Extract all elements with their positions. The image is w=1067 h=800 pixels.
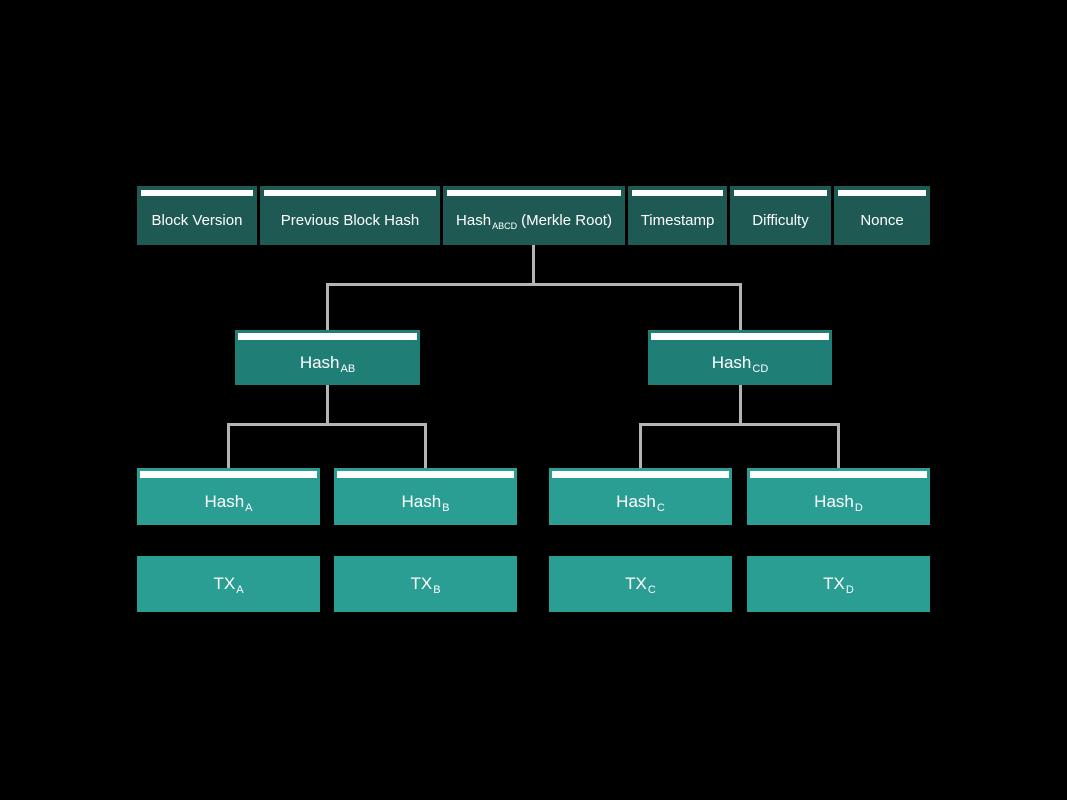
hash-subscript: B (442, 501, 450, 514)
box-label: TX B (334, 556, 517, 612)
box-top-stripe (632, 190, 723, 196)
segment-text: Nonce (860, 212, 904, 229)
header-segment-timestamp: Timestamp (628, 186, 727, 245)
box-label: Nonce (834, 196, 930, 245)
box-label: Hash C (549, 478, 732, 525)
header-segment-previous-block-hash: Previous Block Hash (260, 186, 440, 245)
box-top-stripe (750, 471, 927, 478)
tx-text: TX (410, 574, 433, 593)
branch-box-hash-ab: Hash AB (235, 330, 420, 385)
connector-line (326, 385, 329, 426)
tx-text: TX (213, 574, 236, 593)
connector-line (326, 283, 329, 330)
hash-subscript: AB (340, 362, 356, 375)
box-label: Hash D (747, 478, 930, 525)
box-label: Hash A (137, 478, 320, 525)
tx-box-c: TX C (549, 556, 732, 612)
hash-text: Hash (401, 491, 442, 511)
tx-box-b: TX B (334, 556, 517, 612)
header-segment-merkle-root: Hash ABCD (Merkle Root) (443, 186, 625, 245)
tx-box-a: TX A (137, 556, 320, 612)
segment-text: Block Version (151, 212, 243, 229)
segment-subscript: ABCD (492, 220, 518, 231)
tx-text: TX (625, 574, 647, 593)
box-label: Block Version (137, 196, 257, 245)
tx-subscript: C (647, 584, 656, 596)
segment-text: Difficulty (752, 212, 809, 229)
connector-line (227, 423, 230, 468)
box-label: Timestamp (628, 196, 727, 245)
hash-text: Hash (299, 352, 340, 372)
box-top-stripe (337, 471, 514, 478)
segment-text: Previous Block Hash (280, 212, 420, 229)
hash-subscript: D (854, 501, 863, 514)
box-top-stripe (264, 190, 436, 196)
connector-line (837, 423, 840, 468)
box-label: TX A (137, 556, 320, 612)
box-label: Hash CD (648, 340, 832, 385)
tx-subscript: B (433, 584, 441, 596)
connector-line (739, 385, 742, 426)
leaf-box-hash-b: Hash B (334, 468, 517, 525)
box-label: Hash B (334, 478, 517, 525)
connector-line (639, 423, 840, 426)
box-top-stripe (838, 190, 926, 196)
tx-subscript: D (845, 584, 854, 596)
hash-subscript: C (656, 501, 665, 514)
segment-text: Timestamp (640, 212, 715, 229)
box-top-stripe (141, 190, 253, 196)
box-label: Difficulty (730, 196, 831, 245)
leaf-box-hash-d: Hash D (747, 468, 930, 525)
hash-subscript: A (245, 501, 253, 514)
box-top-stripe (651, 333, 829, 340)
connector-line (227, 423, 427, 426)
box-label: Previous Block Hash (260, 196, 440, 245)
connector-line (739, 283, 742, 330)
box-top-stripe (140, 471, 317, 478)
segment-suffix: (Merkle Root) (521, 212, 612, 229)
connector-line (532, 245, 535, 286)
tx-box-d: TX D (747, 556, 930, 612)
hash-text: Hash (204, 491, 245, 511)
box-label: Hash AB (235, 340, 420, 385)
hash-subscript: CD (752, 362, 769, 375)
box-label: Hash ABCD (Merkle Root) (443, 196, 625, 245)
leaf-box-hash-a: Hash A (137, 468, 320, 525)
connector-line (424, 423, 427, 468)
hash-text: Hash (616, 491, 656, 511)
branch-box-hash-cd: Hash CD (648, 330, 832, 385)
header-segment-nonce: Nonce (834, 186, 930, 245)
box-top-stripe (238, 333, 417, 340)
hash-text: Hash (711, 352, 752, 372)
box-label: TX D (747, 556, 930, 612)
box-top-stripe (552, 471, 729, 478)
box-top-stripe (447, 190, 621, 196)
connector-line (326, 283, 742, 286)
hash-text: Hash (814, 491, 854, 511)
box-top-stripe (734, 190, 827, 196)
connector-line (639, 423, 642, 468)
header-segment-block-version: Block Version (137, 186, 257, 245)
tx-subscript: A (236, 584, 244, 596)
box-label: TX C (549, 556, 732, 612)
tx-text: TX (823, 574, 845, 593)
header-segment-difficulty: Difficulty (730, 186, 831, 245)
segment-text: Hash (456, 212, 492, 229)
leaf-box-hash-c: Hash C (549, 468, 732, 525)
